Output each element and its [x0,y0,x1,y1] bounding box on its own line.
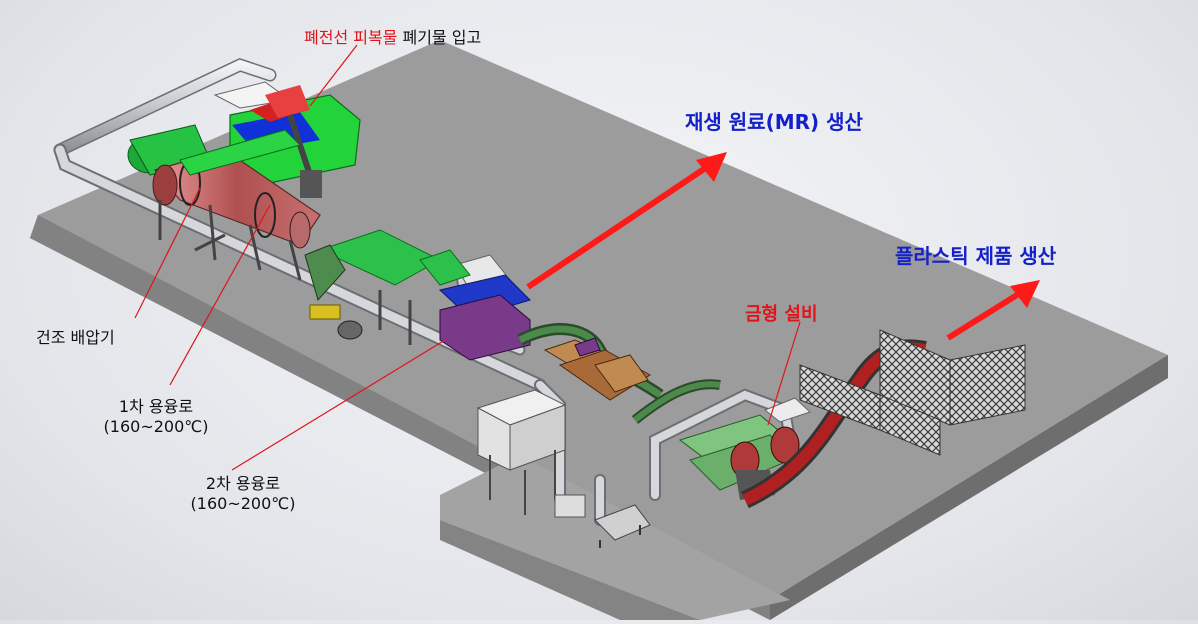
intake-label-red: 폐전선 피복물 [304,28,398,47]
rotary-drum [152,129,321,249]
drive-boxes [543,337,651,401]
arrow-head-mr [696,152,727,182]
mold-equipment-label: 금형 설비 [745,304,818,325]
furnace1-temp: (160~200℃) [103,417,209,436]
intake-label: 폐전선 피복물 폐기물 입고 [304,24,481,48]
mr-production-label: 재생 원료(MR) 생산 [685,110,863,134]
mesh-fence [799,329,1026,456]
second-melter [419,249,531,361]
dust-collector [476,389,567,515]
blower-units [554,494,651,548]
intake-label-rest: 폐기물 입고 [397,28,482,47]
leader-lines [134,44,801,471]
drive-motor [127,124,211,176]
furnace1-name: 1차 용융로 [118,397,194,416]
stand-legs [158,200,302,281]
plastic-production-label: 플라스틱 제품 생산 [895,244,1057,268]
arrow-head-plastic [1010,280,1040,308]
furnace2-name: 2차 용융로 [205,474,281,493]
furnace2-label: 2차 용융로 (160~200℃) [178,470,308,513]
furnace1-label: 1차 용융로 (160~200℃) [96,393,216,436]
arrows [526,152,1040,341]
dryer-label: 건조 배압기 [36,328,115,347]
extruder-section [304,229,442,345]
furnace2-temp: (160~200℃) [190,494,296,513]
